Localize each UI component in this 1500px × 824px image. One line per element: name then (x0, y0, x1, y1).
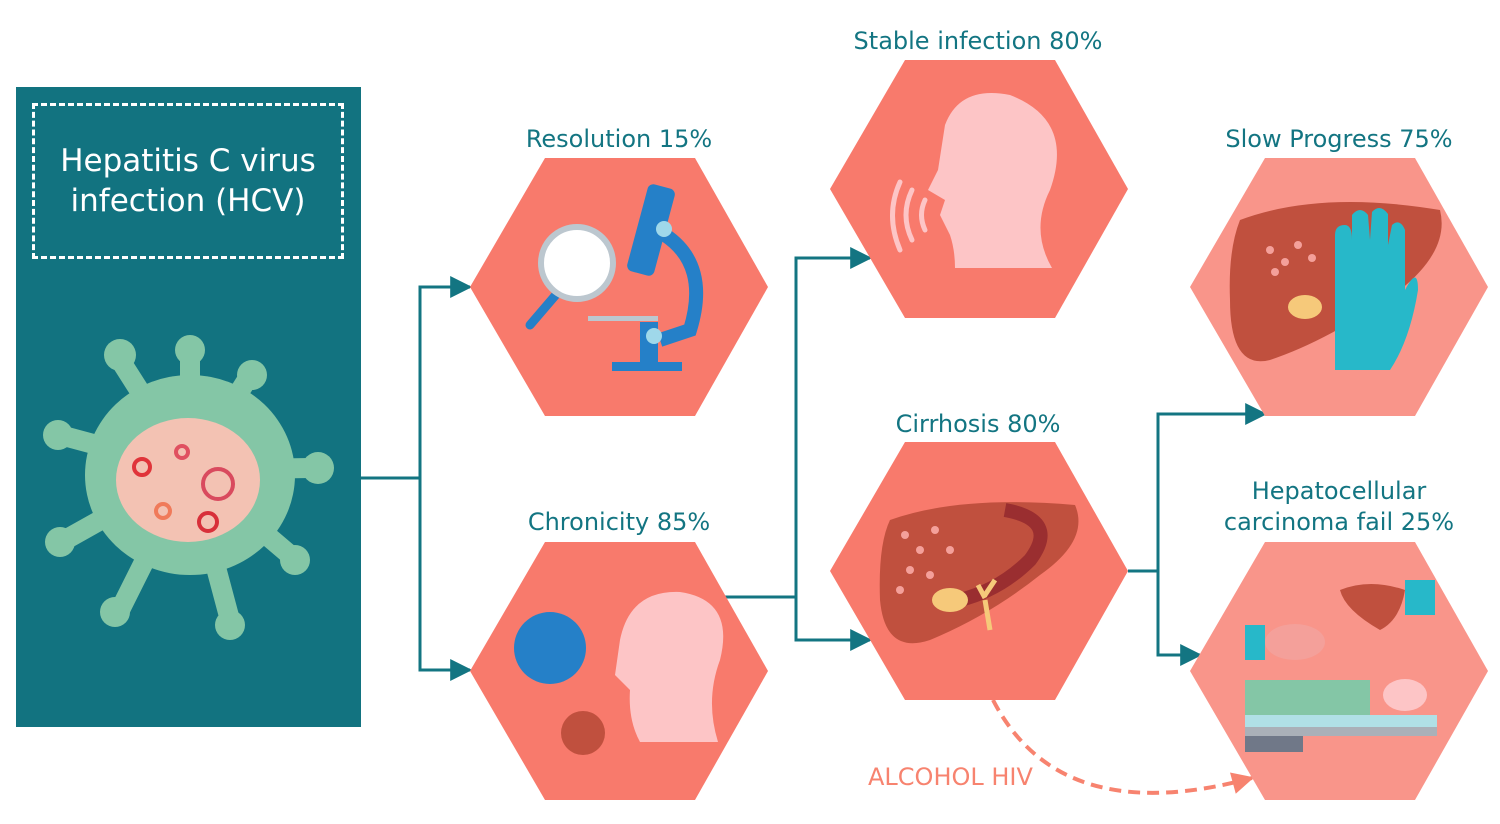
liver-icon (879, 502, 1079, 644)
panel-title: Hepatitis C virus infection (HCV) (32, 103, 344, 259)
hex-resolution[interactable] (470, 158, 768, 416)
microscope-icon (525, 184, 704, 371)
virus-head-icon (514, 591, 724, 755)
label-stable: Stable infection 80% (853, 27, 1103, 55)
label-cirrhosis: Cirrhosis 80% (895, 410, 1061, 438)
risk-arrow (991, 699, 1255, 795)
speaking-head-icon (890, 93, 1057, 268)
risk-label: ALCOHOL HIV (868, 763, 1033, 791)
virus-icon (43, 335, 334, 640)
label-hcc-line2: carcinoma fail 25% (1223, 508, 1455, 536)
connectors (361, 247, 1268, 681)
hex-hcc[interactable] (1190, 542, 1488, 800)
title-text: Hepatitis C virus infection (HCV) (60, 143, 316, 219)
label-chronicity: Chronicity 85% (527, 508, 711, 536)
label-hcc-line1: Hepatocellular (1251, 477, 1427, 505)
label-slow: Slow Progress 75% (1225, 125, 1453, 153)
label-resolution: Resolution 15% (525, 125, 713, 153)
hospital-patient-icon (1245, 580, 1437, 752)
liver-hand-icon (1229, 202, 1442, 370)
